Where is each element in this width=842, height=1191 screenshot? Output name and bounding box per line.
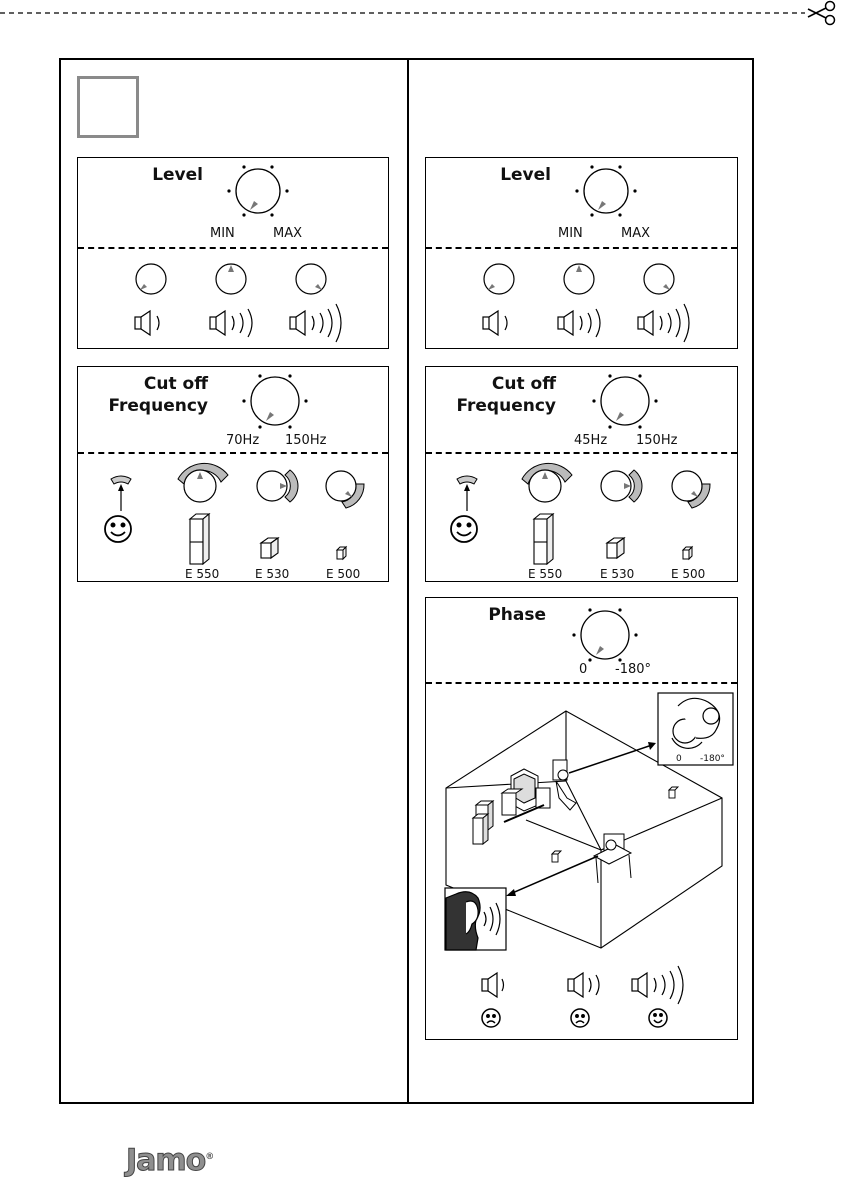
smiley-icon — [451, 516, 477, 542]
knob-icon — [426, 367, 739, 583]
inset-low-label: 0 — [676, 752, 682, 766]
speaker-icon — [483, 311, 507, 335]
bookshelf-speaker-icon — [261, 538, 278, 558]
knob-icon — [136, 264, 166, 294]
ear-icon — [445, 888, 506, 950]
knob-icon — [564, 264, 594, 294]
satellite-speaker-icon — [552, 851, 561, 862]
bookshelf-speaker-icon — [607, 538, 624, 558]
knob-icon — [672, 471, 710, 508]
speaker-icon — [482, 973, 504, 997]
speaker-icon — [210, 309, 252, 337]
speaker-icon — [632, 966, 683, 1004]
tower-speaker-icon — [190, 514, 209, 564]
knob-icon — [78, 367, 390, 583]
cutoff-panel-left: Cut off Frequency 70Hz 150Hz E 550 E 530… — [77, 366, 389, 582]
inset-high-label: -180° — [700, 752, 725, 766]
tower-speaker-icon — [534, 514, 553, 564]
knob-icon — [326, 471, 364, 508]
knob-icon — [426, 158, 739, 350]
knob-icon — [296, 264, 326, 294]
cut-line — [0, 0, 842, 24]
knob-icon — [426, 598, 739, 1041]
scissors-icon — [808, 2, 835, 25]
knob-icon — [601, 470, 642, 502]
jamo-logo: Jamo® — [126, 1143, 213, 1178]
speaker-icon — [558, 309, 600, 337]
level-panel-right: Level MIN MAX — [425, 157, 738, 349]
satellite-speaker-icon — [669, 787, 678, 798]
satellite-speaker-icon — [337, 547, 346, 559]
person-seated — [536, 760, 576, 810]
smiley-icon — [105, 516, 131, 542]
satellite-speaker-icon — [683, 547, 692, 559]
knob-icon — [522, 463, 572, 502]
speaker-icon — [638, 304, 689, 342]
tower-speaker-icon — [473, 814, 488, 844]
frown-icon — [571, 1009, 589, 1027]
knob-icon — [216, 264, 246, 294]
column-divider — [407, 58, 409, 1104]
step-marker-square — [77, 76, 139, 138]
registered-mark: ® — [205, 1152, 213, 1162]
knob-icon — [484, 264, 514, 294]
speaker-icon — [290, 304, 341, 342]
knob-icon — [78, 158, 390, 350]
smiley-icon — [649, 1009, 667, 1027]
logo-text: Jamo — [126, 1143, 205, 1178]
phase-panel: Phase 0 -180° — [425, 597, 738, 1040]
speaker-icon — [568, 973, 599, 997]
frown-icon — [482, 1009, 500, 1027]
level-panel-left: Level MIN MAX — [77, 157, 389, 349]
cutoff-panel-right: Cut off Frequency 45Hz 150Hz E 550 E 530… — [425, 366, 738, 582]
speaker-icon — [135, 311, 159, 335]
knob-icon — [257, 470, 298, 502]
knob-icon — [178, 463, 228, 502]
person-desk — [594, 834, 631, 883]
knob-icon — [644, 264, 674, 294]
